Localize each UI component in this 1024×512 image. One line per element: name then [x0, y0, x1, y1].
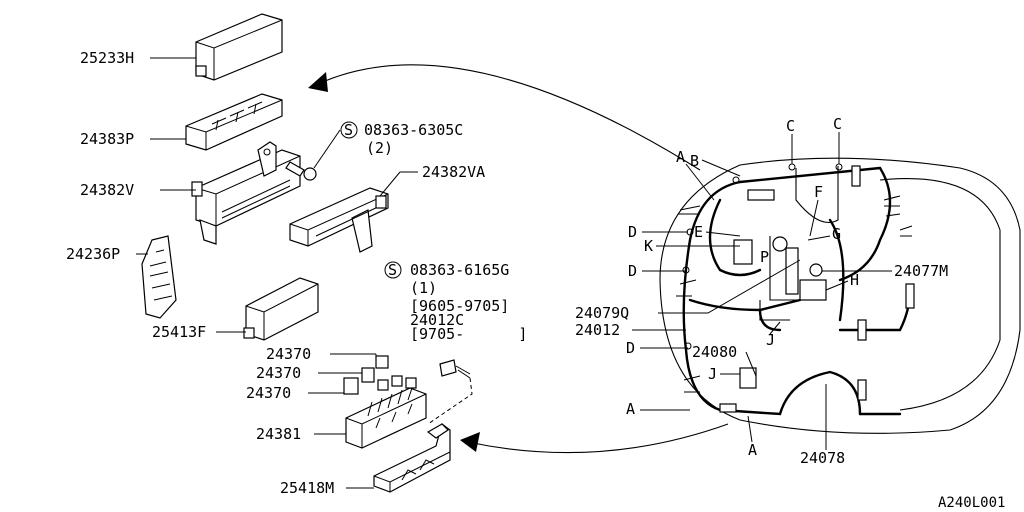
part-24383P-holder: [185, 93, 283, 151]
s2-part: 24012C: [410, 311, 464, 329]
label-24078: 24078: [800, 449, 845, 467]
label-24370-b: 24370: [256, 364, 301, 382]
label-24370-a: 24370: [266, 345, 311, 363]
label-24382V: 24382V: [80, 181, 134, 199]
part-25413F-cover: [243, 277, 319, 341]
label-24382VA: 24382VA: [422, 163, 485, 181]
callout-H: H: [850, 271, 859, 289]
s2-symbol-circle: [384, 261, 402, 279]
assembly-arrow-top: [308, 64, 701, 171]
s2-range2: [9705- ]: [410, 325, 527, 343]
callout-K: K: [644, 237, 653, 255]
side-connectors: [676, 163, 913, 393]
part-24382VA-bracket: [289, 187, 389, 253]
label-24370-c: 24370: [246, 384, 291, 402]
label-25413F: 25413F: [152, 323, 206, 341]
label-24080: 24080: [692, 343, 737, 361]
callout-A-left: A: [626, 400, 635, 418]
bolt-08363-6305C: [285, 161, 317, 181]
callout-C-1: C: [786, 117, 795, 135]
callout-D-3: D: [626, 339, 635, 357]
screw-08363-6165G: [439, 359, 471, 379]
s1-symbol: S: [344, 121, 353, 139]
connector-cluster: [719, 165, 915, 413]
label-24236P: 24236P: [66, 245, 120, 263]
part-24382V-fusebox: [191, 141, 301, 245]
instrument-panel-outline: [659, 157, 1021, 434]
callout-E: E: [694, 223, 703, 241]
part-25418M-cover: [373, 422, 451, 493]
callout-D-2: D: [628, 262, 637, 280]
callout-C-2: C: [833, 115, 842, 133]
relay-24370-b: [361, 367, 375, 383]
s2-qty: (1): [410, 279, 437, 297]
part-24381-fuseblock: [345, 375, 427, 449]
figure-code: A240L001: [938, 495, 1005, 511]
main-harness-24012: [682, 166, 912, 416]
s1-code: 08363-6305C: [364, 121, 463, 139]
relay-24370-c: [343, 377, 359, 395]
s2-range: [9605-9705]: [410, 297, 509, 315]
callout-J-1: J: [766, 331, 775, 349]
relay-24370-a: [375, 355, 389, 369]
callout-D-1: D: [628, 223, 637, 241]
part-24236P-holder: [141, 235, 177, 319]
part-25233H-cover: [195, 13, 283, 81]
label-24383P: 24383P: [80, 130, 134, 148]
callouts: A B C C D E F K G D P H J D J A A: [626, 115, 859, 459]
assembly-arrow-bottom: [460, 423, 729, 454]
s2-symbol: S: [388, 261, 397, 279]
callout-A-top: A: [676, 148, 685, 166]
callout-G: G: [832, 225, 841, 243]
label-24012: 24012: [575, 321, 620, 339]
label-25418M: 25418M: [280, 479, 334, 497]
label-25233H: 25233H: [80, 49, 134, 67]
callout-B: B: [690, 152, 699, 170]
label-24381: 24381: [256, 425, 301, 443]
s1-qty: (2): [366, 139, 393, 157]
callout-F: F: [814, 183, 823, 201]
s1-symbol-circle: [340, 121, 358, 139]
label-24077M: 24077M: [894, 262, 948, 280]
callout-A-bottom: A: [748, 441, 757, 459]
label-24079Q: 24079Q: [575, 304, 629, 322]
callout-P: P: [760, 248, 769, 266]
s2-code: 08363-6165G: [410, 261, 509, 279]
callout-J-2: J: [708, 365, 717, 383]
